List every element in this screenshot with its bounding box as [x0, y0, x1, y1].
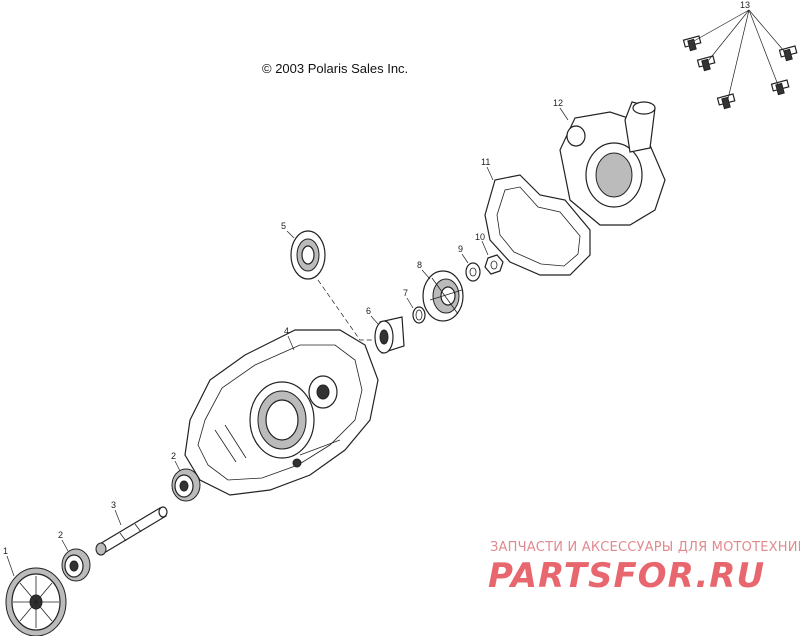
water-pump-housing [184, 329, 379, 496]
gear-part [5, 567, 67, 637]
callout-7: 7 [403, 288, 408, 298]
callout-4: 4 [284, 326, 289, 336]
leader-lines [6, 9, 785, 577]
oring-part [412, 306, 426, 324]
collar-part [374, 316, 405, 354]
callout-2-upper: 2 [171, 451, 176, 461]
bearing-lower [61, 548, 91, 582]
copyright-notice: © 2003 Polaris Sales Inc. [262, 61, 409, 76]
callout-12: 12 [553, 98, 563, 108]
impeller-part [422, 270, 464, 322]
pump-cover-part [559, 101, 666, 226]
callout-6: 6 [366, 306, 371, 316]
seal-part [290, 230, 326, 280]
callout-1: 1 [3, 546, 8, 556]
bearing-upper [171, 468, 201, 502]
callout-3: 3 [111, 500, 116, 510]
callout-labels: 1 2 3 2 4 5 6 7 8 9 10 11 12 13 [3, 0, 750, 556]
callout-13: 13 [740, 0, 750, 10]
callout-9: 9 [458, 244, 463, 254]
nut-part [484, 254, 504, 275]
watermark-tagline: ЗАПЧАСТИ И АКСЕССУАРЫ ДЛЯ МОТОТЕХНИКИ [490, 540, 800, 555]
callout-10: 10 [475, 232, 485, 242]
callout-8: 8 [417, 260, 422, 270]
callout-2-lower: 2 [58, 530, 63, 540]
bolt-set-part [682, 35, 798, 110]
callout-5: 5 [281, 221, 286, 231]
washer-part [465, 262, 481, 282]
watermark-logo: PARTSFOR.RU [488, 556, 766, 596]
shaft-part [95, 506, 168, 556]
gasket-part [484, 174, 591, 276]
callout-11: 11 [481, 157, 490, 167]
